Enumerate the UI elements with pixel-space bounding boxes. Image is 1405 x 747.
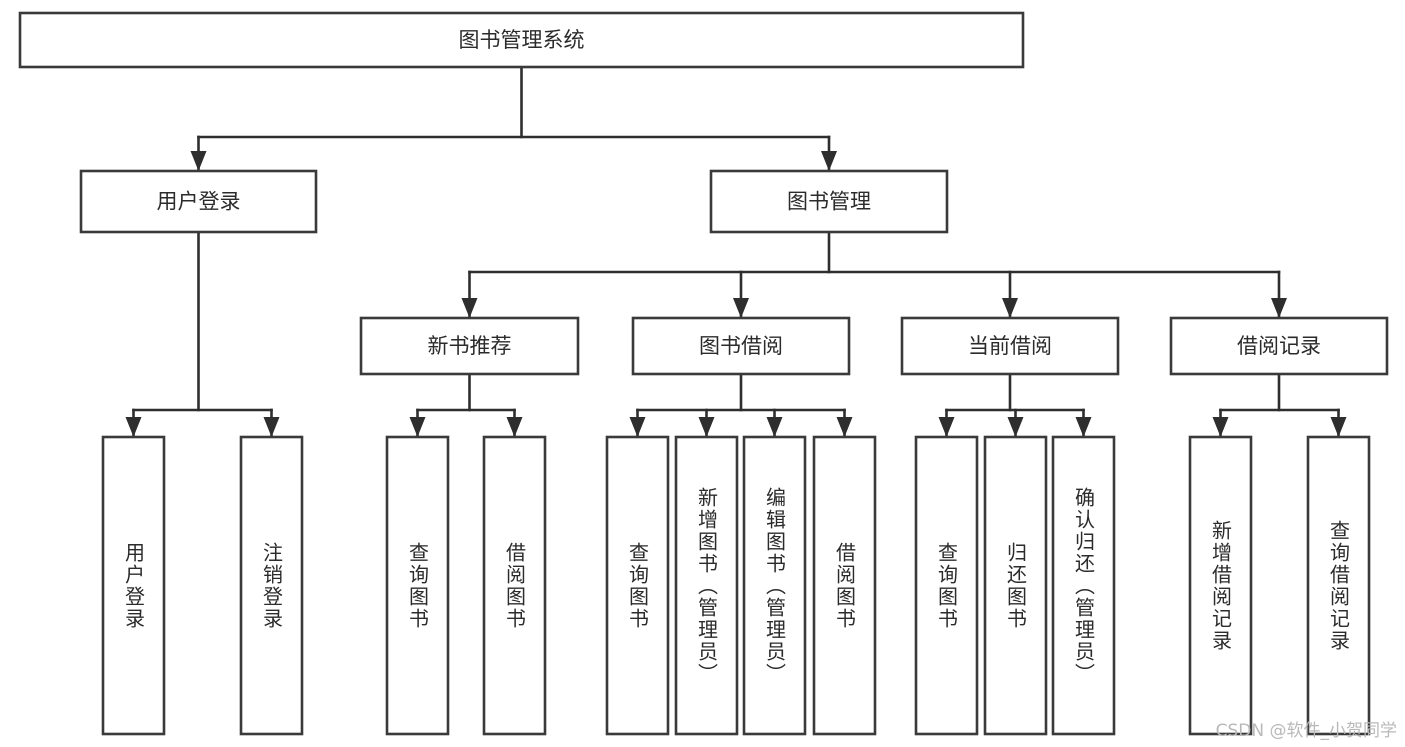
arrow-head-new-book-recommend-0	[409, 417, 426, 437]
node-box-user-logout[interactable]	[239, 435, 304, 736]
node-box-confirm-return[interactable]	[1051, 435, 1116, 736]
node-box-user-login-do[interactable]	[101, 435, 166, 736]
arrow-head-book-manage-1	[733, 298, 749, 318]
node-label-new-book-recommend: 新书推荐	[428, 334, 512, 358]
arrow-head-root-1	[821, 151, 837, 171]
node-box-add-book[interactable]	[674, 435, 739, 736]
node-box-edit-book[interactable]	[742, 435, 807, 736]
arrow-head-user-login-0	[125, 417, 142, 437]
arrow-head-borrow-record-0	[1212, 417, 1229, 437]
node-box-borrow-record[interactable]	[1169, 316, 1389, 376]
node-label-root: 图书管理系统	[459, 28, 585, 52]
node-box-add-borrow-record[interactable]	[1188, 435, 1253, 736]
arrow-head-book-borrow-3	[836, 417, 853, 437]
node-box-new-book-recommend[interactable]	[359, 316, 580, 376]
node-box-user-login[interactable]	[79, 169, 318, 234]
arrow-head-book-manage-2	[1002, 298, 1018, 318]
watermark-text: CSDN @软件_小贺同学	[1215, 721, 1397, 741]
arrow-head-book-borrow-2	[766, 417, 783, 437]
node-label-current-borrow: 当前借阅	[968, 334, 1052, 358]
node-box-query-book-3[interactable]	[914, 435, 979, 736]
node-box-current-borrow[interactable]	[900, 316, 1120, 376]
arrow-head-current-borrow-0	[938, 417, 955, 437]
node-box-query-book-2[interactable]	[605, 435, 670, 736]
connector-layer	[125, 65, 1347, 439]
arrow-head-new-book-recommend-1	[506, 417, 523, 437]
arrow-head-current-borrow-1	[1007, 417, 1024, 437]
node-box-query-book-1[interactable]	[385, 435, 450, 736]
arrow-head-book-borrow-0	[629, 417, 646, 437]
node-box-borrow-book-2[interactable]	[812, 435, 877, 736]
arrow-head-current-borrow-2	[1075, 417, 1092, 437]
node-box-layer	[18, 11, 1389, 736]
node-label-user-login: 用户登录	[157, 190, 241, 214]
arrow-head-book-borrow-1	[698, 417, 715, 437]
node-box-return-book[interactable]	[983, 435, 1048, 736]
node-label-borrow-record: 借阅记录	[1237, 334, 1321, 358]
node-label-book-borrow: 图书借阅	[699, 334, 783, 358]
node-box-root[interactable]	[18, 11, 1025, 69]
arrow-head-borrow-record-1	[1330, 417, 1347, 437]
node-box-book-borrow[interactable]	[631, 316, 851, 376]
node-box-borrow-book-1[interactable]	[482, 435, 547, 736]
arrow-head-root-0	[190, 151, 207, 171]
arrow-head-user-login-1	[263, 417, 280, 437]
node-box-query-borrow-record[interactable]	[1306, 435, 1371, 736]
arrow-head-book-manage-3	[1271, 298, 1287, 318]
arrow-head-book-manage-0	[461, 298, 478, 318]
node-label-book-manage: 图书管理	[787, 190, 871, 214]
node-box-book-manage[interactable]	[709, 169, 949, 234]
